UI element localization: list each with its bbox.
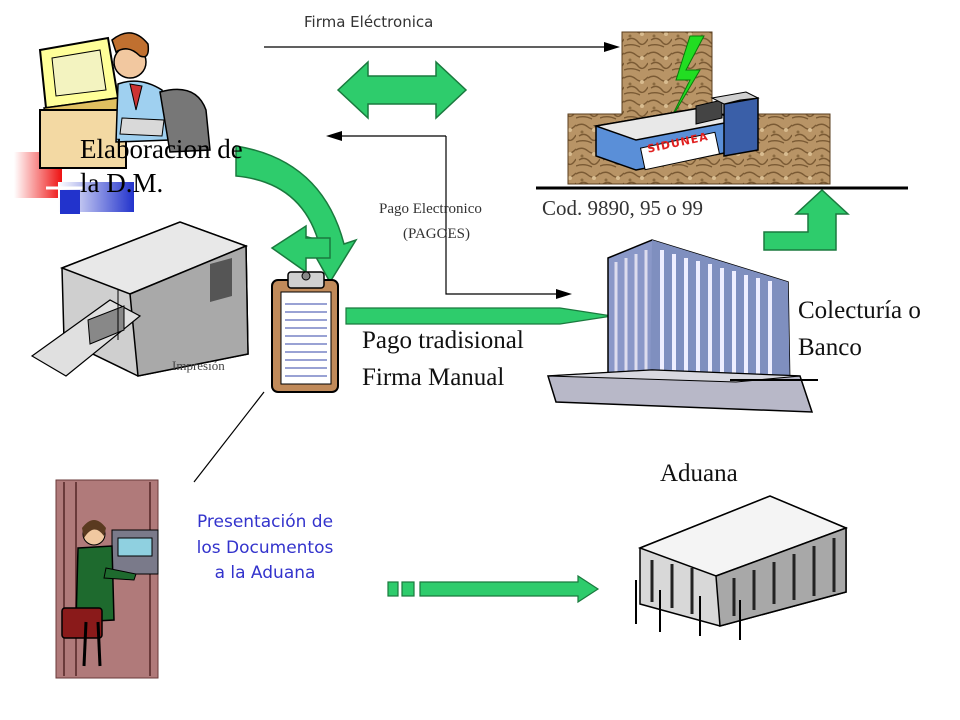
aduana-label: Aduana	[660, 460, 738, 487]
pago-electronico-connector	[326, 131, 572, 299]
person-computer-icon	[38, 32, 211, 169]
pago-electronico-label-line2: (PAGOES)	[403, 226, 470, 242]
colecturia-label-line2: Banco	[798, 334, 862, 361]
presentacion-label-line3: a la Aduana	[214, 563, 316, 583]
curved-arrow-head-icon	[270, 224, 331, 274]
bank-building-icon	[547, 239, 818, 413]
firma-electronica-label: Firma Eléctronica	[304, 13, 434, 31]
pago-tradicional-label-line1: Pago tradisional	[362, 327, 524, 354]
firma-electronica-arrow	[264, 42, 620, 52]
printer-icon	[30, 221, 249, 377]
clipboard-icon	[271, 271, 339, 393]
elbow-up-arrow-icon	[763, 188, 850, 251]
elaboracion-label-line1: Elaboracion de	[80, 134, 243, 164]
presentacion-label-line2: los Documentos	[196, 538, 334, 558]
pago-tradicional-arrow	[345, 307, 613, 325]
woman-atm-icon	[55, 479, 159, 679]
elaboracion-label-line2: la D.M.	[80, 168, 164, 198]
impresion-label: Impresión	[172, 358, 225, 373]
aduana-building-icon	[635, 495, 849, 640]
bidirectional-arrow-icon	[336, 60, 468, 120]
sidunea-server-icon	[567, 31, 831, 185]
codigos-label: Cod. 9890, 95 o 99	[542, 196, 704, 220]
diagonal-connector-line	[193, 391, 265, 483]
presentacion-label-line1: Presentación de	[196, 512, 334, 532]
pago-tradicional-label-line2: Firma Manual	[362, 364, 505, 391]
presentacion-arrow	[387, 574, 600, 604]
colecturia-label-line1: Colecturía o	[798, 297, 921, 324]
pago-electronico-label-line1: Pago Electronico	[379, 201, 482, 217]
